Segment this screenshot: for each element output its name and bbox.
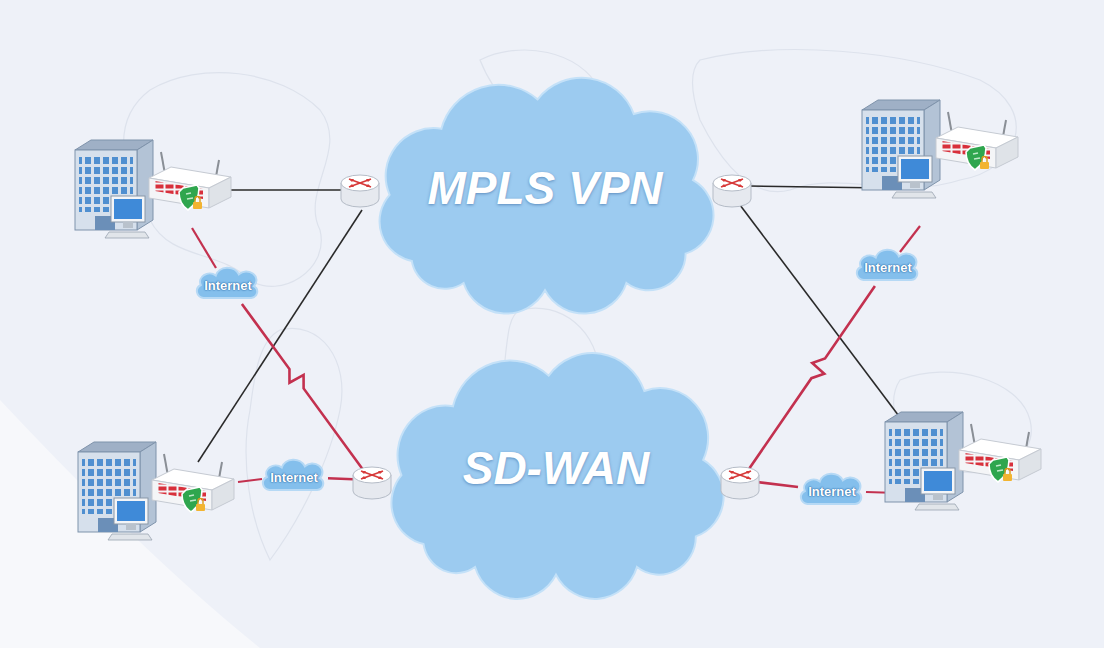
cloud-shape [391, 353, 723, 599]
internet-link [242, 304, 372, 482]
mpls-links-part [226, 189, 342, 191]
mpls-links-part [198, 210, 362, 462]
cloud-shape [380, 78, 714, 314]
cloud-title: MPLS VPN [427, 161, 662, 215]
cloud-label: Internet [204, 278, 252, 293]
cloud-shape [263, 460, 323, 490]
cloud-title: SD-WAN [463, 441, 650, 495]
router-sdwan-left [353, 467, 391, 499]
router-mpls-left [341, 175, 379, 207]
internet-cloud: Internet [260, 458, 328, 496]
internet-access-links-part [192, 228, 216, 268]
site-tl [75, 140, 231, 238]
cloud-shape [197, 268, 257, 298]
cloud-label: Internet [864, 260, 912, 275]
router-mpls-right [713, 175, 751, 207]
router-sdwan-right [721, 467, 759, 499]
cloud-label: Internet [270, 470, 318, 485]
internet-link [740, 480, 798, 487]
network-cloud: MPLS VPN [360, 70, 730, 305]
network-cloud: SD-WAN [372, 345, 740, 590]
cloud-shape [801, 474, 861, 504]
world-map-part [246, 328, 342, 560]
internet-cloud: Internet [798, 472, 866, 510]
internet-cloud: Internet [194, 266, 262, 304]
site-tr [862, 100, 1018, 198]
site-br [885, 412, 1041, 510]
internet-access-links-part [900, 226, 920, 252]
site-bl [78, 442, 234, 540]
world-map-part [693, 50, 1017, 192]
cloud-shape [857, 250, 917, 280]
internet-link [328, 478, 372, 480]
internet-link [740, 286, 875, 482]
cloud-label: Internet [808, 484, 856, 499]
internet-access-links-part [238, 479, 262, 482]
internet-cloud: Internet [854, 248, 922, 286]
ground-arc [0, 400, 260, 648]
